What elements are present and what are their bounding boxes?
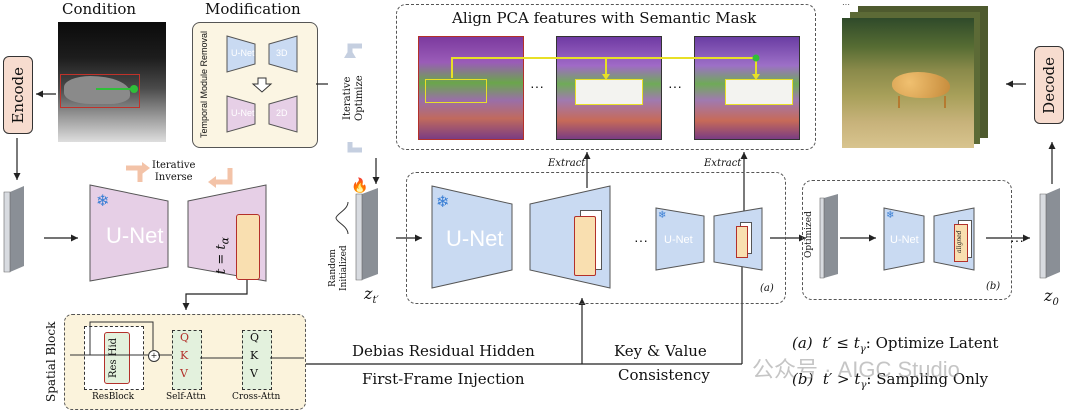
snowflake-icon: ❄ (96, 191, 110, 210)
middle-unet-small-label: U-Net (664, 234, 693, 246)
self-attn-v: V (180, 367, 188, 380)
left-unet-label: U-Net (106, 223, 164, 248)
pca-map-2 (556, 36, 662, 140)
trajectory-dot (130, 85, 138, 93)
middle-unet-large-label: U-Net (446, 226, 504, 251)
cross-attn-q: Q (250, 331, 260, 344)
cheetah-figure (892, 72, 950, 98)
modification-diagram (226, 35, 298, 133)
z-t-prime: zt′ (364, 284, 379, 307)
snowflake-icon-4: ❄ (886, 210, 895, 221)
feature-stack-small (736, 226, 748, 258)
iterative-optimize-label: Iterative Optimize (342, 75, 365, 121)
pca-dots-1: ··· (530, 78, 544, 94)
random-latent (355, 188, 378, 281)
extract-label-2: Extract (704, 158, 742, 169)
cheetah-legs (898, 96, 946, 108)
frame-stack-dots: ··· (842, 0, 850, 9)
iterative-inverse-arrows (126, 162, 233, 188)
sampling-box-a (406, 172, 786, 304)
cross-attn-v: V (250, 367, 258, 380)
middle-dots: ··· (634, 232, 648, 248)
bbox-red (60, 74, 140, 108)
consistency-label: Consistency (618, 366, 710, 384)
random-initialized-label: Random Initialized (328, 245, 349, 291)
self-attn-q: Q (180, 331, 190, 344)
snowflake-icon-3: ❄ (658, 210, 667, 221)
cross-attn-k: K (250, 349, 259, 362)
gaussian-curve (335, 201, 349, 235)
kv-label: Key & Value (614, 342, 707, 360)
input-latent (3, 186, 24, 273)
mod-2d-label: 2D (276, 108, 288, 118)
resblock-label: ResBlock (92, 392, 135, 402)
output-frame (842, 18, 974, 148)
align-pca-title: Align PCA features with Semantic Mask (452, 9, 757, 27)
mod-unet-top: U-Net (231, 48, 255, 58)
trajectory-line (96, 88, 132, 90)
mod-unet-bottom: U-Net (231, 108, 255, 118)
aligned-label: aligned (956, 230, 963, 254)
label-a: (a) (760, 283, 774, 294)
flame-icon: 🔥 (351, 178, 369, 194)
feature-stack-large (574, 216, 596, 276)
pca-map-3 (694, 36, 800, 140)
condition-a: (a) t′ ≤ tγ: Optimize Latent (792, 334, 999, 355)
iterative-optimize-arrows (344, 43, 362, 153)
optimized-latent (819, 194, 838, 279)
z0-latent (1039, 188, 1060, 279)
optimized-label: Optimized (804, 211, 814, 259)
label-b: (b) (986, 281, 1001, 292)
mod-3d-label: 3D (276, 48, 288, 58)
cross-attn-box (242, 330, 272, 390)
self-attn-label: Self-Attn (166, 392, 206, 402)
sampling-box-b (802, 180, 1012, 300)
cross-attn-label: Cross-Attn (232, 392, 281, 402)
pca-mask-box-2 (575, 79, 643, 105)
right-dots: ··· (1010, 232, 1024, 248)
condition-b: (b) t′ > tγ: Sampling Only (792, 370, 989, 391)
first-frame-label: First-Frame Injection (362, 370, 525, 388)
t-alpha-feature (236, 214, 260, 280)
self-attn-k: K (180, 349, 189, 362)
spatial-block-lines (70, 321, 304, 359)
condition-title: Condition (62, 0, 137, 18)
self-attn-box (172, 330, 202, 390)
watermark: 公众号 · AIGC Studio (752, 357, 960, 382)
cheetah-silhouette (64, 76, 130, 104)
pca-dots-2: ··· (668, 78, 682, 94)
extract-label-1: Extract (548, 158, 586, 169)
pca-mask-box-1 (425, 79, 487, 103)
iterative-inverse-label: Iterative Inverse (152, 160, 196, 183)
snowflake-icon-2: ❄ (436, 192, 450, 211)
pca-mask-box-3 (725, 79, 793, 105)
modification-title: Modification (205, 0, 301, 18)
decode-label: Decode (1040, 56, 1058, 114)
residual-add-circle: + (148, 350, 160, 362)
z0-label: z0 (1044, 286, 1059, 309)
align-pca-box (396, 4, 816, 150)
pca-map-1 (418, 36, 524, 140)
decode-block: Decode (1034, 46, 1064, 124)
condition-depth-image (58, 22, 166, 142)
aligned-stack (954, 224, 968, 262)
right-unet-label: U-Net (890, 234, 919, 246)
debias-label: Debias Residual Hidden (352, 342, 535, 360)
encode-block: Encode (3, 56, 33, 134)
res-hid-bar (104, 332, 130, 384)
